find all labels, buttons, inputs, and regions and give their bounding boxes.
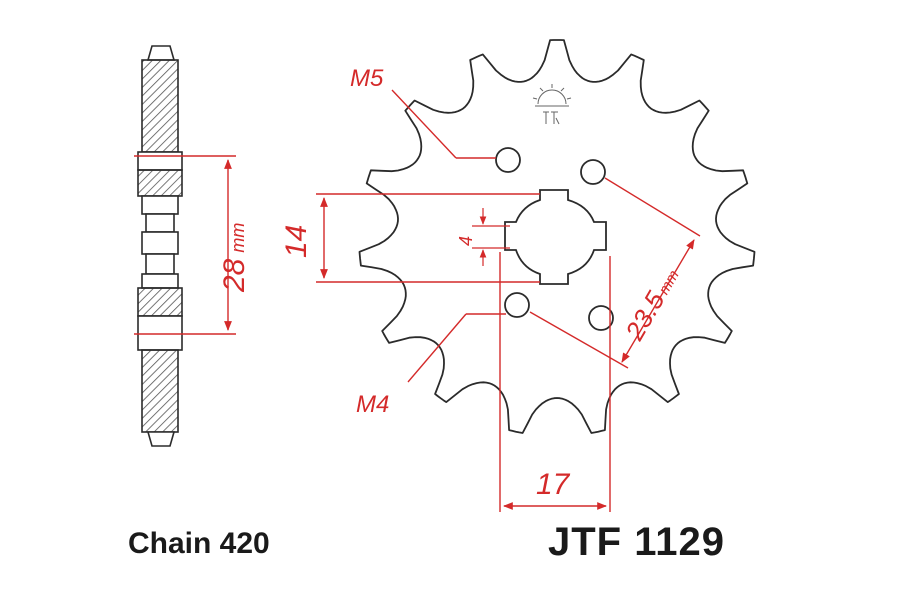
profile-slot-3 — [141, 231, 179, 255]
bolt-hole-bottom-right — [588, 305, 614, 331]
profile-bottom-cap — [146, 431, 176, 447]
dimension-28mm-label: 28 mm — [218, 223, 251, 293]
thread-m5-label: M5 — [350, 65, 384, 92]
dimension-14 — [316, 193, 540, 283]
dimension-4 — [472, 208, 510, 266]
profile-hatch-lower — [141, 349, 179, 433]
profile-slot-5 — [141, 273, 179, 289]
profile-top-cap — [146, 45, 176, 61]
profile-hatch-mid-2 — [137, 287, 183, 317]
profile-hatch-upper — [141, 59, 179, 153]
profile-slot-1 — [141, 195, 179, 215]
jt-logo-icon — [532, 84, 572, 125]
dimension-17 — [499, 252, 611, 512]
sprocket-side-profile — [137, 45, 183, 447]
part-number-caption: JTF 1129 — [548, 520, 726, 564]
bolt-hole-top-left — [495, 147, 521, 173]
dimension-4-label: 4 — [456, 236, 476, 246]
chain-caption: Chain 420 — [128, 527, 270, 560]
profile-hatch-mid-1 — [137, 169, 183, 197]
dimension-28mm — [134, 155, 236, 335]
bolt-hole-top-right — [580, 159, 606, 185]
leader-m5 — [391, 89, 496, 159]
pitch-width-value: 28 — [218, 258, 251, 293]
profile-slot-2 — [145, 213, 175, 233]
profile-ring-upper — [137, 151, 183, 171]
leader-m4 — [407, 313, 506, 383]
thread-m4-label: M4 — [356, 391, 389, 418]
profile-ring-lower — [137, 315, 183, 351]
dimension-17-label: 17 — [536, 468, 571, 501]
spline-bore — [504, 189, 607, 285]
bolt-hole-bottom-left — [504, 292, 530, 318]
dimension-23-5mm — [529, 177, 701, 369]
profile-slot-4 — [145, 253, 175, 275]
pitch-width-unit: mm — [228, 223, 248, 253]
dimension-14-label: 14 — [280, 225, 313, 258]
sprocket-front-view — [358, 39, 756, 434]
